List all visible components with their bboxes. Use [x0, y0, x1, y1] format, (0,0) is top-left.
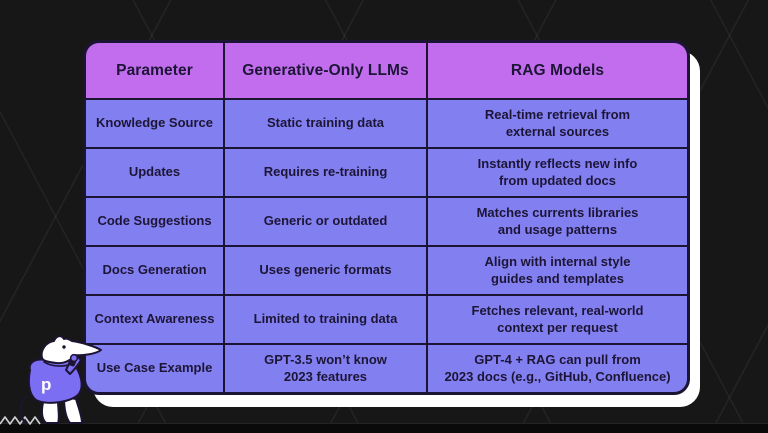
table-cell: Context Awareness — [86, 296, 223, 343]
column-header-parameter: Parameter — [86, 43, 223, 98]
table-cell: Updates — [86, 149, 223, 196]
table-cell: Fetches relevant, real-world context per… — [428, 296, 687, 343]
mascot-eye — [62, 345, 66, 349]
mascot-hand — [69, 353, 79, 363]
table-cell: Matches currents libraries and usage pat… — [428, 198, 687, 245]
table-cell: Docs Generation — [86, 247, 223, 294]
table-cell: Real-time retrieval from external source… — [428, 100, 687, 147]
table-cell: Uses generic formats — [225, 247, 426, 294]
table-cell: Use Case Example — [86, 345, 223, 392]
column-header-rag-models: RAG Models — [428, 43, 687, 98]
mascot-anteater: p — [19, 335, 102, 425]
bottom-edge-strip — [0, 423, 768, 433]
hoodie-letter: p — [41, 375, 51, 394]
table-cell: Generic or outdated — [225, 198, 426, 245]
mascot-tail — [19, 395, 27, 425]
table-cell: Code Suggestions — [86, 198, 223, 245]
squiggle-line — [0, 416, 41, 425]
table-cell: Knowledge Source — [86, 100, 223, 147]
comparison-table: Parameter Generative-Only LLMs RAG Model… — [83, 40, 690, 395]
table-cell: Align with internal style guides and tem… — [428, 247, 687, 294]
table-cell: Requires re-training — [225, 149, 426, 196]
table-cell: GPT-3.5 won’t know 2023 features — [225, 345, 426, 392]
mascot-nostril — [95, 346, 99, 350]
table-cell: Instantly reflects new info from updated… — [428, 149, 687, 196]
table-cell: GPT-4 + RAG can pull from 2023 docs (e.g… — [428, 345, 687, 392]
mascot-right-leg — [63, 396, 83, 424]
mascot-head — [40, 335, 102, 365]
mascot-left-leg — [40, 397, 60, 424]
column-header-generative-llms: Generative-Only LLMs — [225, 43, 426, 98]
table-cell: Limited to training data — [225, 296, 426, 343]
table-cell: Static training data — [225, 100, 426, 147]
